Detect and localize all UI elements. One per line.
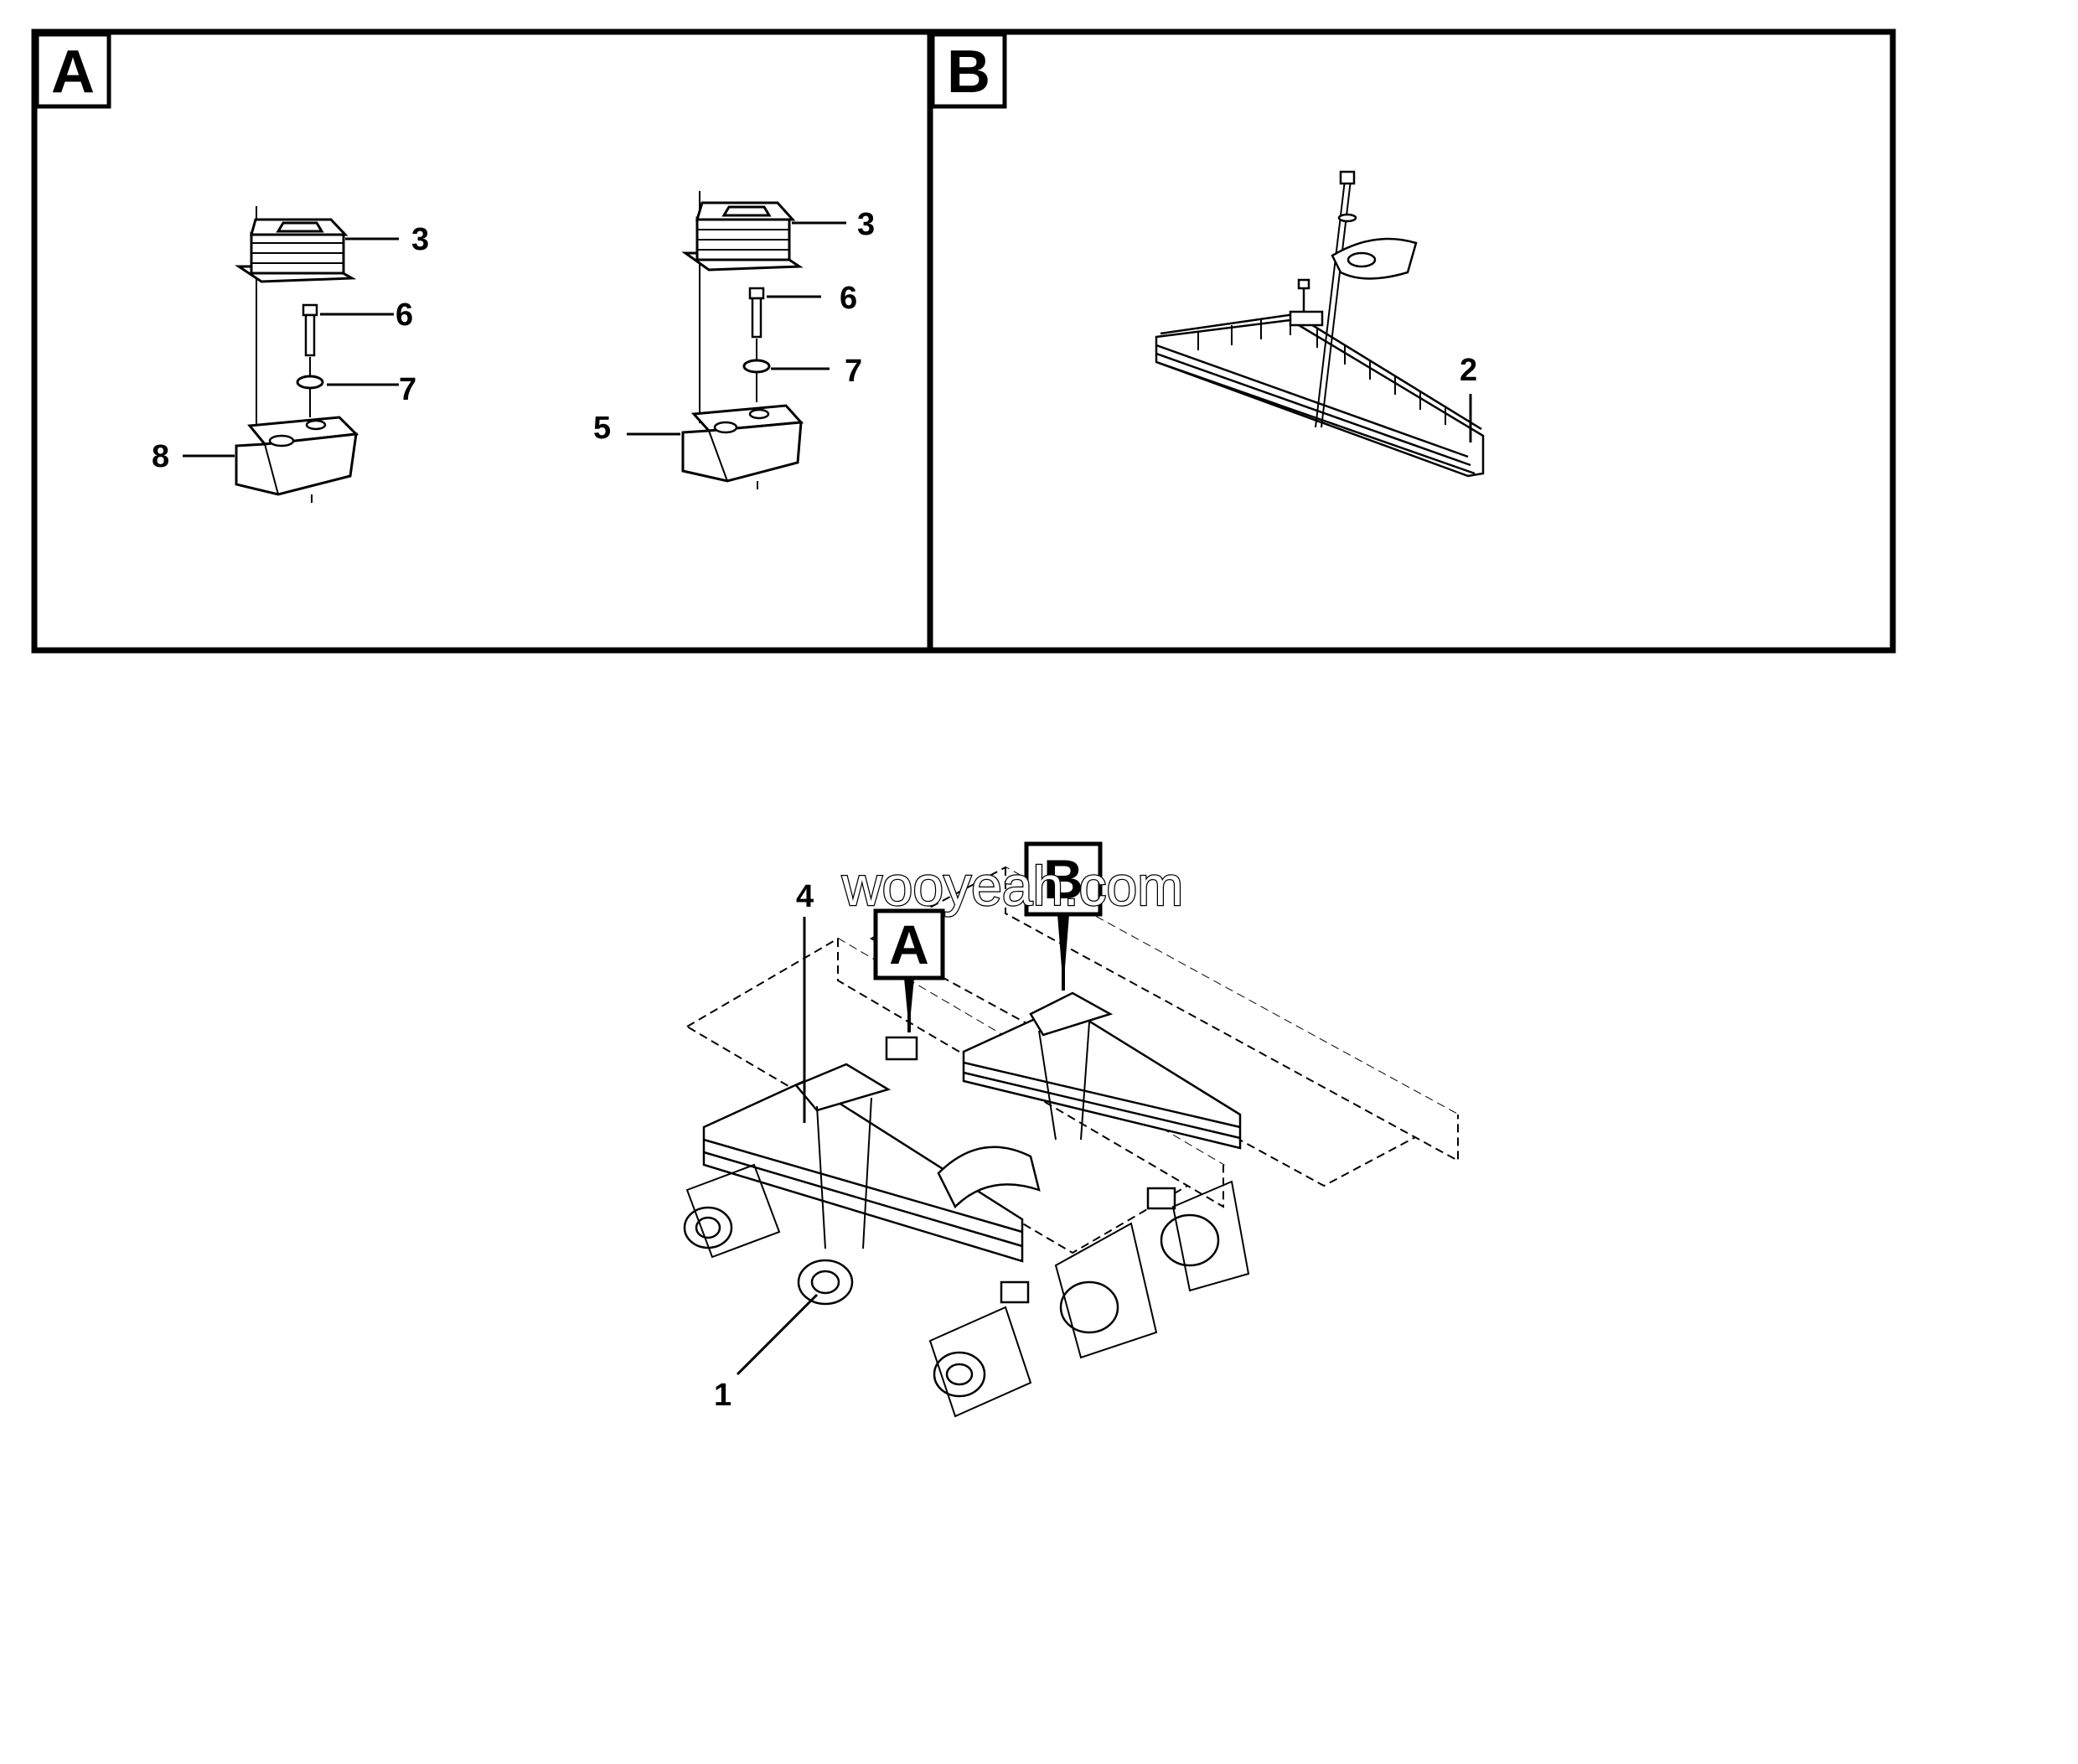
callout-2: 2 bbox=[1460, 353, 1477, 388]
callout-6-left: 6 bbox=[395, 297, 413, 333]
a-left-assembly bbox=[235, 206, 359, 503]
callout-1: 1 bbox=[714, 1378, 731, 1413]
callout-4: 4 bbox=[796, 879, 814, 914]
callout-8: 8 bbox=[152, 439, 169, 474]
panel-b: B bbox=[927, 28, 1896, 654]
leaf-spring bbox=[1155, 278, 1485, 478]
callout-5: 5 bbox=[593, 411, 611, 446]
assembly-markers: A B bbox=[873, 841, 1103, 1032]
callout-3-right: 3 bbox=[857, 207, 875, 242]
callout-7-right: 7 bbox=[845, 354, 862, 389]
marker-a: A bbox=[889, 913, 929, 975]
a-right-assembly bbox=[681, 191, 804, 489]
marker-b: B bbox=[1043, 848, 1083, 910]
watermark: wooyeah.com bbox=[841, 855, 1183, 917]
panel-b-tag bbox=[930, 32, 1007, 109]
panel-a-tag bbox=[34, 32, 111, 109]
callout-6-right: 6 bbox=[840, 281, 857, 316]
bogie-assembly bbox=[683, 866, 1460, 1418]
panel-a-label: A bbox=[51, 39, 95, 106]
panel-a: A bbox=[31, 28, 933, 654]
callout-7-left: 7 bbox=[399, 372, 416, 407]
a-leaders bbox=[183, 221, 846, 458]
spring-cap bbox=[1315, 170, 1418, 428]
callout-3-left: 3 bbox=[411, 222, 429, 257]
panel-b-label: B bbox=[947, 39, 990, 106]
